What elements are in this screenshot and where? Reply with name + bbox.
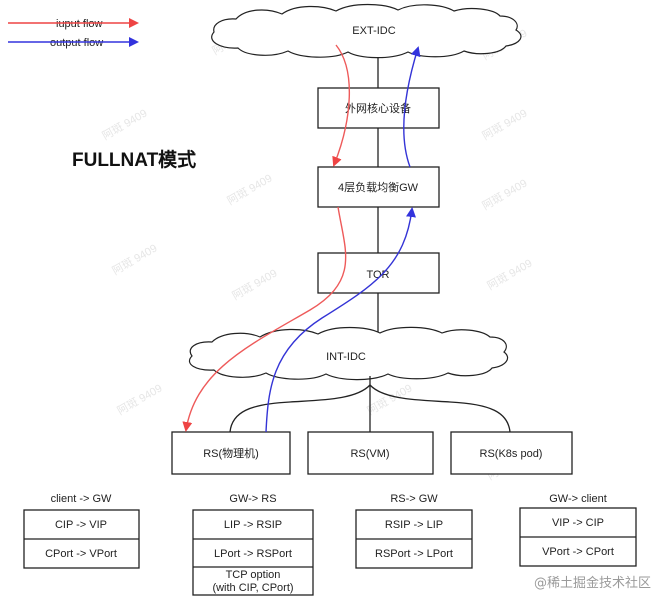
rs-physical-box	[171, 431, 291, 475]
legend-input-label: iuput flow	[56, 18, 103, 30]
gw-box	[317, 166, 440, 208]
tor-box	[317, 252, 440, 294]
table-header: GW-> client	[549, 493, 607, 505]
table-row: CPort -> VPort	[45, 548, 117, 560]
rs-physical-label: RS(物理机)	[203, 446, 259, 460]
output-flow-gw-to-ext	[403, 46, 421, 168]
diagram-title: FULLNAT模式	[72, 148, 196, 171]
rs-k8s-box	[450, 431, 573, 475]
watermark: 阿斑 9409	[485, 257, 534, 293]
table-header: RS-> GW	[390, 493, 438, 505]
table-gw-to-rs: GW-> RS LIP -> RSIP LPort -> RSPort TCP …	[192, 493, 314, 596]
rs-vm-box	[307, 431, 434, 475]
ext-idc-cloud: EXT-IDC	[211, 3, 522, 59]
rs-vm-label: RS(VM)	[350, 448, 389, 460]
watermark: 阿斑 9409	[100, 107, 149, 143]
input-flow-gw-to-rs	[182, 206, 347, 432]
watermark: 阿斑 9409	[230, 267, 279, 303]
table-row: VPort -> CPort	[542, 546, 614, 558]
int-idc-cloud: INT-IDC	[188, 326, 509, 381]
table-rs-to-gw: RS-> GW RSIP -> LIP RSPort -> LPort	[355, 493, 473, 569]
legend: iuput flow output flow	[8, 18, 139, 49]
table-client-to-gw: client -> GW CIP -> VIP CPort -> VPort	[23, 493, 140, 569]
int-idc-label: INT-IDC	[326, 351, 366, 363]
table-row: VIP -> CIP	[552, 517, 604, 529]
table-header: client -> GW	[51, 493, 112, 505]
watermarks: 阿斑 9409 阿斑 9409 阿斑 9409 阿斑 9409 阿斑 9409 …	[100, 22, 534, 483]
legend-output-label: output flow	[50, 37, 103, 49]
input-flow-ext-to-gw	[332, 44, 350, 167]
table-row: LPort -> RSPort	[214, 548, 292, 560]
watermark: 阿斑 9409	[110, 242, 159, 278]
table-row: RSIP -> LIP	[385, 519, 443, 531]
output-flow-rs-to-gw	[265, 207, 416, 433]
table-gw-to-client: GW-> client VIP -> CIP VPort -> CPort	[519, 493, 637, 567]
table-row: CIP -> VIP	[55, 519, 107, 531]
watermark: 阿斑 9409	[480, 177, 529, 213]
gw-label: 4层负载均衡GW	[338, 180, 419, 194]
table-row: TCP option	[226, 569, 281, 581]
table-header: GW-> RS	[229, 493, 276, 505]
ext-device-label: 外网核心设备	[345, 101, 411, 115]
watermark: 阿斑 9409	[480, 107, 529, 143]
ext-device-box	[317, 87, 440, 129]
table-row: LIP -> RSIP	[224, 519, 282, 531]
watermark: 阿斑 9409	[225, 172, 274, 208]
rs-tree	[229, 376, 511, 433]
rs-k8s-label: RS(K8s pod)	[480, 448, 543, 460]
table-row: (with CIP, CPort)	[212, 582, 293, 594]
watermark: 阿斑 9409	[115, 382, 164, 418]
ext-idc-label: EXT-IDC	[352, 25, 395, 37]
brand-watermark: @稀土掘金技术社区	[534, 575, 651, 591]
table-row: RSPort -> LPort	[375, 548, 453, 560]
